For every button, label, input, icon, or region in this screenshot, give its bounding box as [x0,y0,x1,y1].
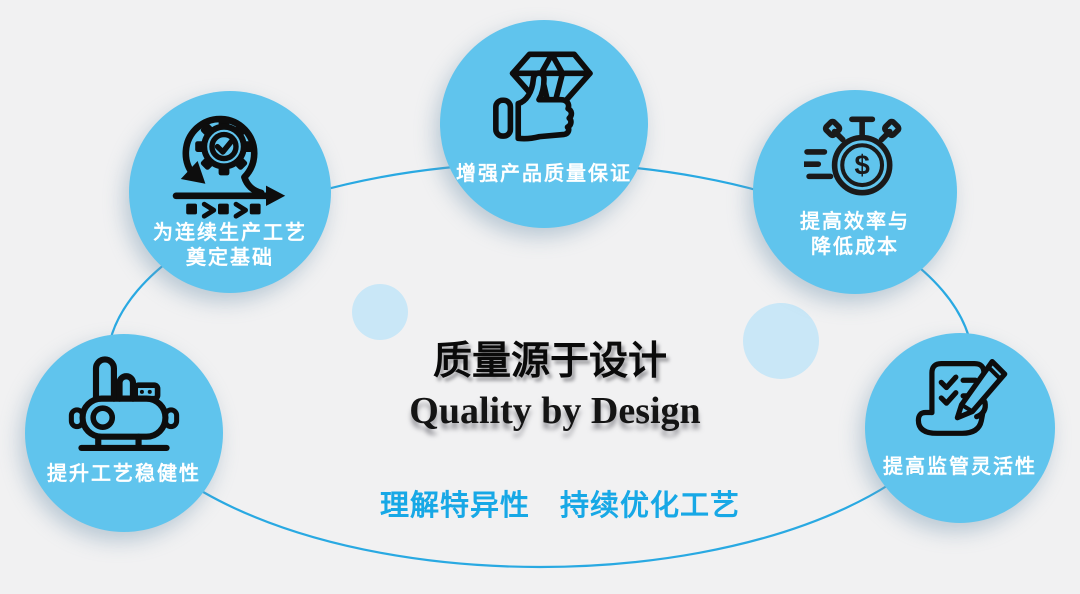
node-label: 为连续生产工艺 奠定基础 [129,221,331,271]
node-quality-assurance: 增强产品质量保证 [440,20,648,228]
stopwatch-dollar-icon: $ [804,116,902,196]
node-efficiency-cost: $ 提高效率与 降低成本 [753,90,957,294]
subtitle-right: 持续优化工艺 [560,490,741,522]
cycle-gear-conveyor-icon [172,115,286,219]
node-regulatory-flexibility: 提高监管灵活性 [865,333,1055,523]
node-label: 提高效率与 降低成本 [753,210,957,260]
node-continuous-process: 为连续生产工艺 奠定基础 [129,91,331,293]
node-label-line2: 降低成本 [811,235,899,258]
node-process-robustness: 提升工艺稳健性 [25,334,223,532]
decor-circle-left [352,284,408,340]
node-label-line1: 为连续生产工艺 [153,222,307,244]
dollar-sign: $ [854,149,869,180]
checklist-pencil-icon [915,358,1008,436]
node-label-line1: 提高效率与 [800,211,910,233]
node-label: 提高监管灵活性 [865,455,1055,480]
decor-circle-right [743,303,819,379]
title-zh: 质量源于设计 [432,340,668,383]
diamond-thumbs-up-icon [493,51,593,142]
node-label-line1: 增强产品质量保证 [456,163,632,185]
title-en: Quality by Design [409,390,701,432]
node-label-line1: 提高监管灵活性 [883,456,1037,478]
industrial-machine-icon [68,356,180,451]
node-label-line1: 提升工艺稳健性 [47,463,201,485]
node-label-line2: 奠定基础 [186,246,274,269]
node-label: 增强产品质量保证 [440,162,648,187]
subtitle-left: 理解特异性 [379,490,530,522]
subtitle: 理解特异性 持续优化工艺 [380,482,740,524]
node-label: 提升工艺稳健性 [25,462,223,487]
